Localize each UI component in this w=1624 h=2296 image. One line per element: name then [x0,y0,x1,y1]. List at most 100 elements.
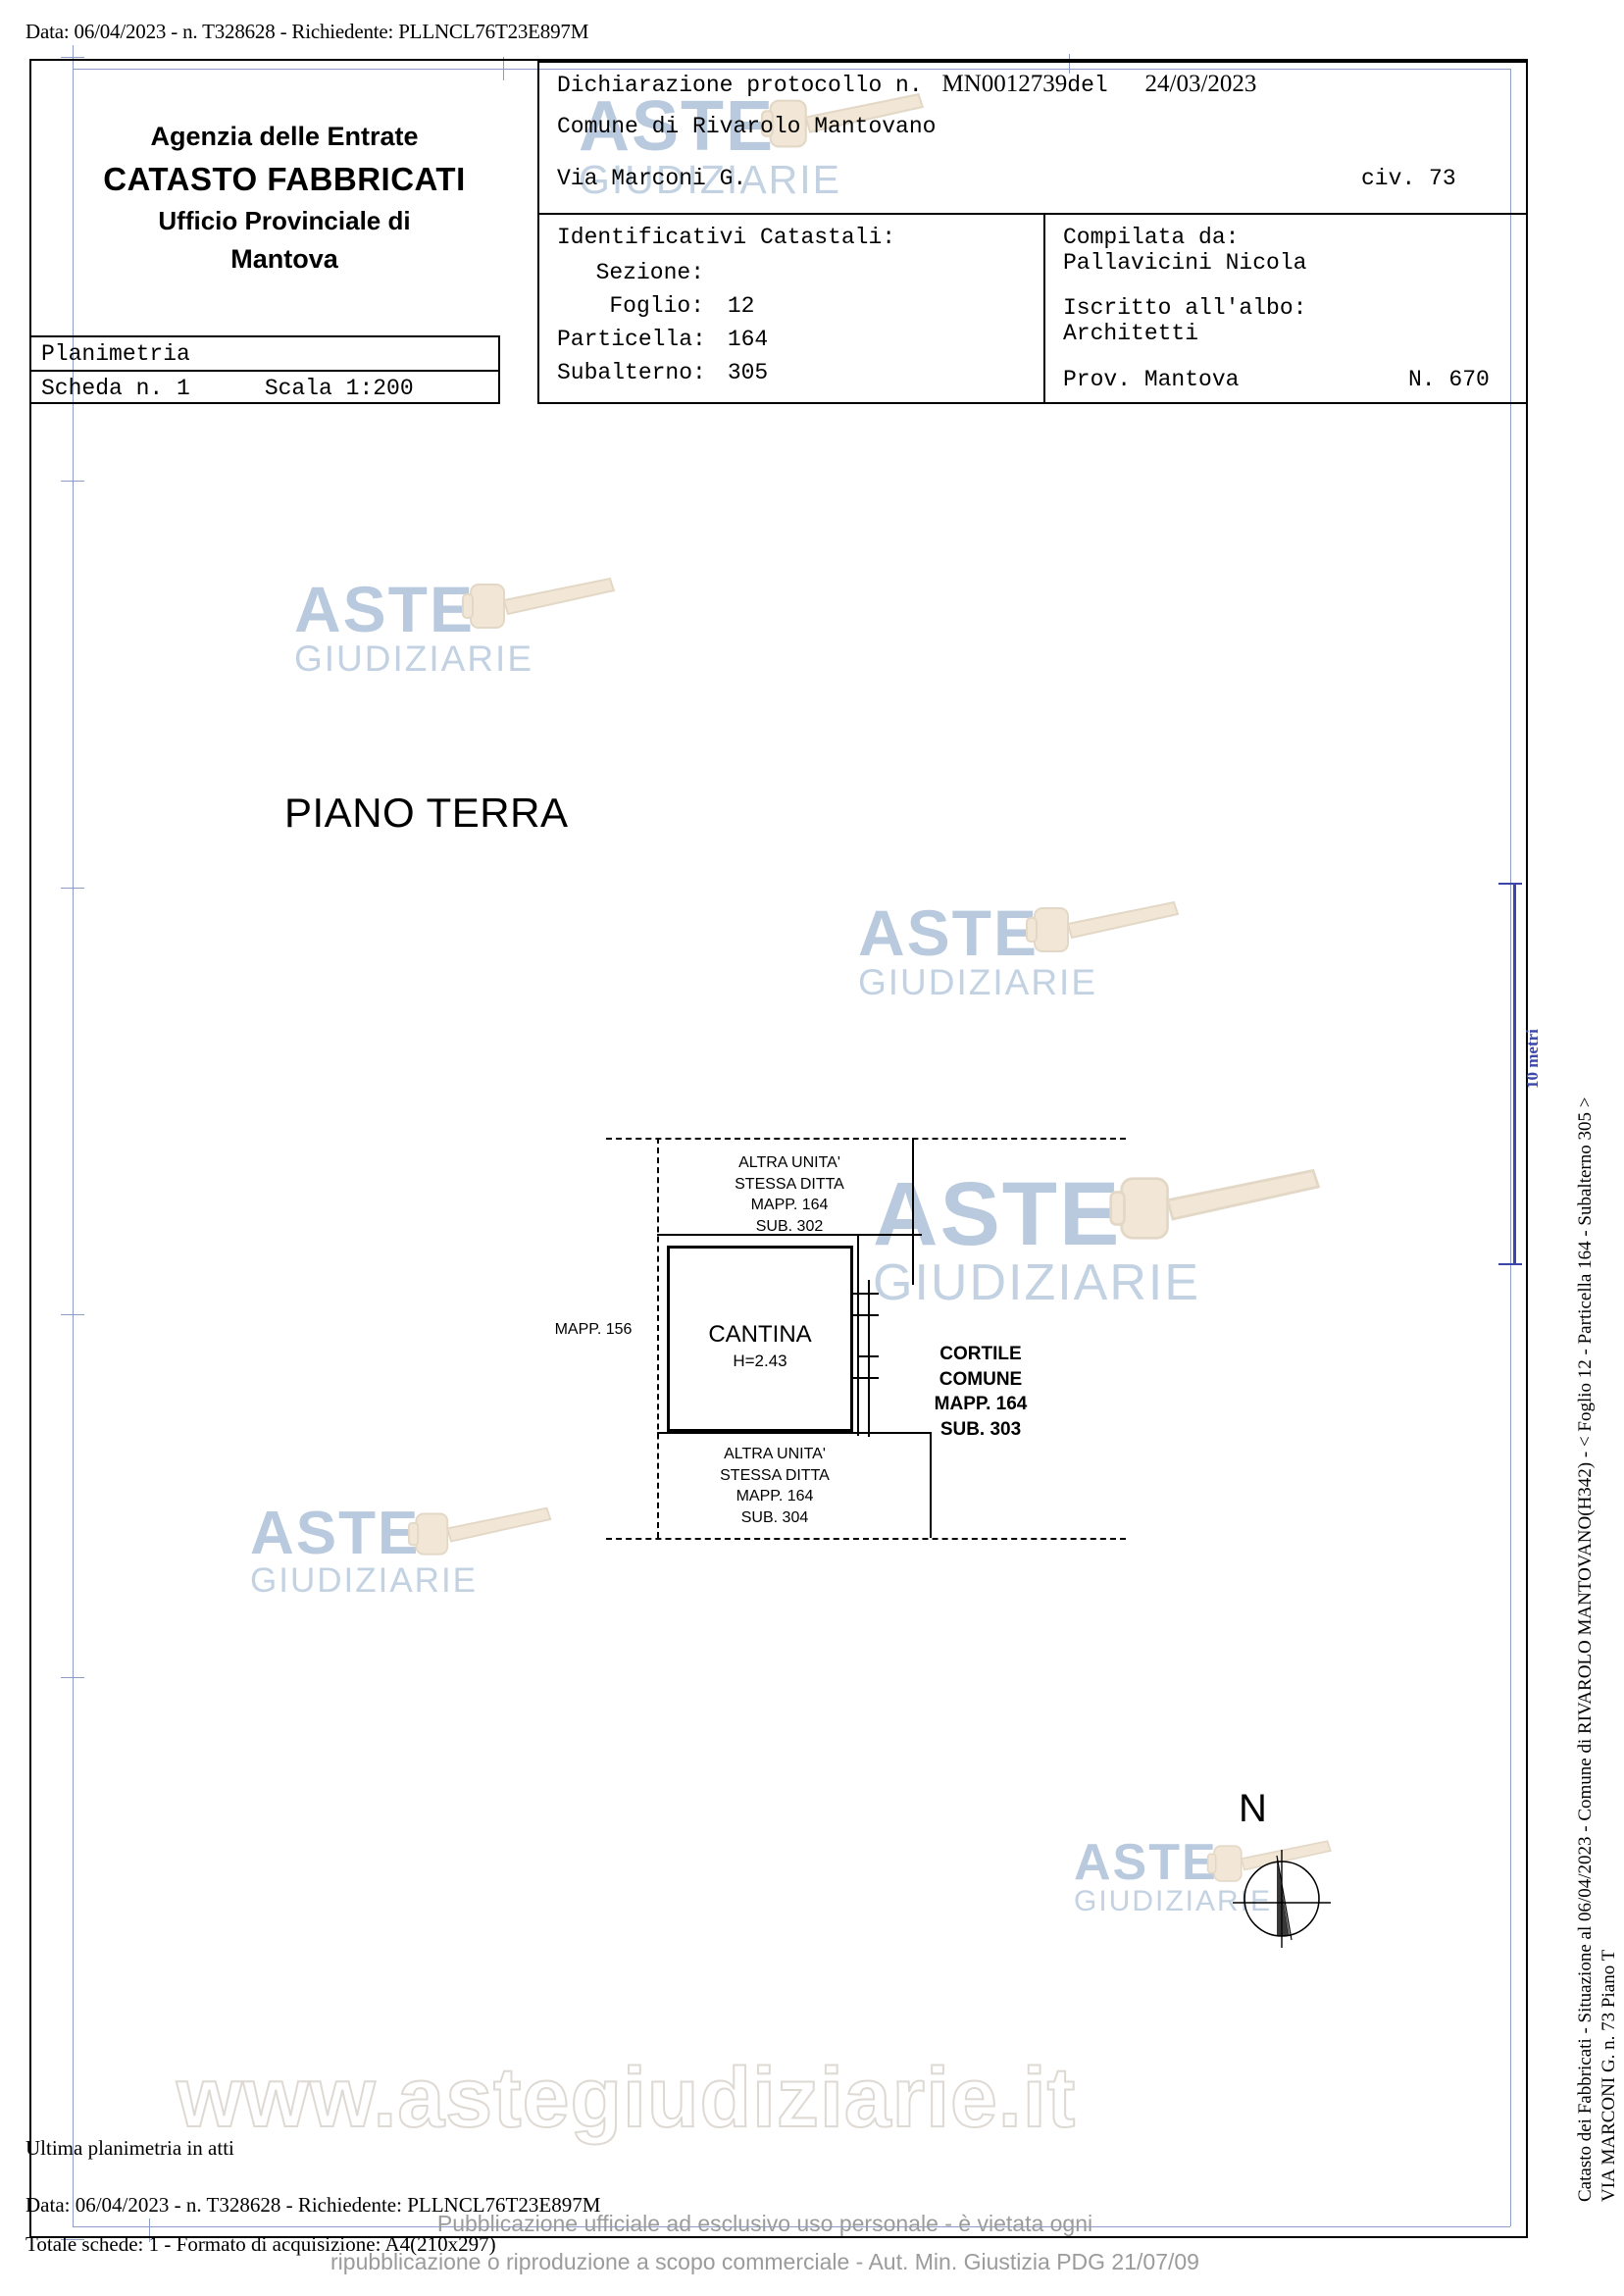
plan-boundary-bottom [606,1538,1126,1540]
planimetria-title: Planimetria [31,337,498,372]
planimetria-info: Scheda n. 1 Scala 1:200 [31,372,498,404]
footer-totale-line: Totale schede: 1 - Formato di acquisizio… [25,2232,496,2256]
plan-window-tick-2 [845,1314,879,1316]
label-unit-top-1: ALTRA UNITA' [738,1154,840,1171]
protocol-del: del [1067,73,1108,98]
plan-wall-top-bottom [657,1234,922,1236]
drawing-area-frame [29,404,1528,2238]
compilata-value: Pallavicini Nicola [1063,250,1307,276]
agency-line-4: Mantova [230,243,338,274]
compass-icon [1233,1850,1331,1948]
plan-boundary-left [657,1138,659,1538]
prov-label: Prov. Mantova [1063,367,1240,392]
plan-window-tick-1 [845,1293,879,1295]
header-top-cell: Dichiarazione protocollo n. MN0012739del… [539,63,1526,215]
label-cortile-4: SUB. 303 [939,1418,1022,1440]
registration-tick-l4 [61,1677,84,1678]
sidebar-line-2: VIA MARCONI G. n. 73 Piano T [1599,1949,1619,2202]
subalterno-row: Subalterno: 305 [557,360,768,385]
foglio-value: 12 [727,293,755,319]
plan-wall-bottom-top [657,1432,932,1434]
particella-label: Particella: [557,327,706,352]
compilata-cell: Compilata da: Pallavicini Nicola Iscritt… [1045,215,1526,402]
label-unit-top-3: MAPP. 164 [750,1197,829,1214]
agency-line-2: CATASTO FABBRICATI [103,161,466,198]
agency-line-3: Ufficio Provinciale di [158,205,411,235]
compass-north-label: N [1239,1787,1267,1830]
header-table: Dichiarazione protocollo n. MN0012739del… [537,61,1528,404]
registration-tick-bl [61,2239,84,2240]
room-cantina [667,1246,853,1432]
protocol-label: Dichiarazione protocollo n. [557,73,923,98]
registration-line-left [73,69,74,2226]
albo-number: N. 670 [1408,367,1490,392]
floor-title: PIANO TERRA [284,790,569,836]
registration-line-bottom [73,2226,1510,2227]
plan-boundary-top [606,1138,1126,1140]
sidebar-vertical-text: Catasto dei Fabbricati - Situazione al 0… [1536,687,1624,2217]
scala-value: Scala 1:200 [264,375,414,401]
compilata-label: Compilata da: [1063,225,1240,250]
plan-wall-bottom-right [930,1432,932,1538]
requester-line: Data: 06/04/2023 - n. T328628 - Richiede… [25,20,589,43]
scale-bar [1513,883,1516,1265]
plan-wall-top-right [912,1138,914,1285]
label-unit-bottom: ALTRA UNITA' STESSA DITTA MAPP. 164 SUB.… [652,1444,897,1528]
label-unit-top-4: SUB. 302 [755,1217,824,1235]
plan-door-tick-1 [845,1377,879,1379]
label-cortile-3: MAPP. 164 [934,1394,1028,1415]
label-unit-bottom-4: SUB. 304 [740,1508,809,1526]
registration-tick-l2 [61,888,84,889]
scale-bar-label: 10 metri [1523,1029,1542,1089]
particella-row: Particella: 164 [557,327,768,352]
registration-tick-l1 [61,481,84,482]
label-unit-bottom-2: STESSA DITTA [720,1466,830,1484]
watermark-url: www.astegiudiziarie.it [176,2050,1077,2146]
plan-door-tick-2 [857,1355,879,1357]
identificativi-cell: Identificativi Catastali: Sezione: Fogli… [539,215,1045,402]
scheda-number: Scheda n. 1 [41,375,190,401]
registration-tick-bm [149,2219,150,2242]
iscritto-label: Iscritto all'albo: [1063,295,1307,321]
agency-line-1: Agenzia delle Entrate [150,122,419,151]
agency-block: Agenzia delle Entrate CATASTO FABBRICATI… [49,118,520,279]
registration-line-top [73,69,1510,70]
comune-row: Comune di Rivarolo Mantovano [557,114,937,139]
label-unit-bottom-1: ALTRA UNITA' [724,1446,826,1462]
civ-row: civ. 73 [1361,166,1456,191]
footer-data-line: Data: 06/04/2023 - n. T328628 - Richiede… [25,2193,601,2217]
protocol-number: MN0012739 [941,71,1068,97]
header-bottom-row: Identificativi Catastali: Sezione: Fogli… [539,215,1526,402]
footer-ultima-planimetria: Ultima planimetria in atti [25,2136,234,2160]
label-unit-top: ALTRA UNITA' STESSA DITTA MAPP. 164 SUB.… [667,1152,912,1237]
plan-wall-courtyard-left2 [868,1280,870,1437]
subalterno-label: Subalterno: [557,360,706,385]
subalterno-value: 305 [727,360,769,385]
sezione-label: Sezione: [595,260,704,285]
label-unit-top-2: STESSA DITTA [735,1175,844,1193]
registration-tick-tr [1069,54,1070,74]
room-height: H=2.43 [733,1352,787,1371]
scale-bar-tick-bottom [1498,1263,1522,1265]
sezione-row: Sezione: [557,260,714,285]
sidebar-line-1: Catasto dei Fabbricati - Situazione al 0… [1575,1097,1596,2202]
registration-tick-tm [503,57,504,80]
compass-rose: N [1221,1787,1348,1948]
label-cortile-1: CORTILE [939,1344,1022,1364]
iscritto-value: Architetti [1063,321,1199,346]
label-cortile: CORTILE COMUNE MAPP. 164 SUB. 303 [888,1342,1074,1443]
room-name: CANTINA [708,1321,812,1348]
scale-bar-tick-top [1498,883,1522,885]
particella-value: 164 [727,327,769,352]
label-mapp-156: MAPP. 156 [554,1321,633,1338]
watermark-notice: Pubblicazione ufficiale ad esclusivo uso… [324,2205,1206,2281]
registration-line-right [1510,69,1511,2226]
protocol-date: 24/03/2023 [1144,71,1257,97]
watermark-notice-line-1: Pubblicazione ufficiale ad esclusivo uso… [436,2211,1093,2236]
protocol-row: Dichiarazione protocollo n. MN0012739del… [557,71,1256,98]
watermark-notice-line-2: ripubblicazione o riproduzione a scopo c… [330,2249,1199,2275]
identificativi-title: Identificativi Catastali: [557,225,896,250]
label-cortile-2: COMUNE [939,1368,1023,1390]
foglio-label: Foglio: [609,293,704,319]
via-row: Via Marconi G. [557,166,747,191]
